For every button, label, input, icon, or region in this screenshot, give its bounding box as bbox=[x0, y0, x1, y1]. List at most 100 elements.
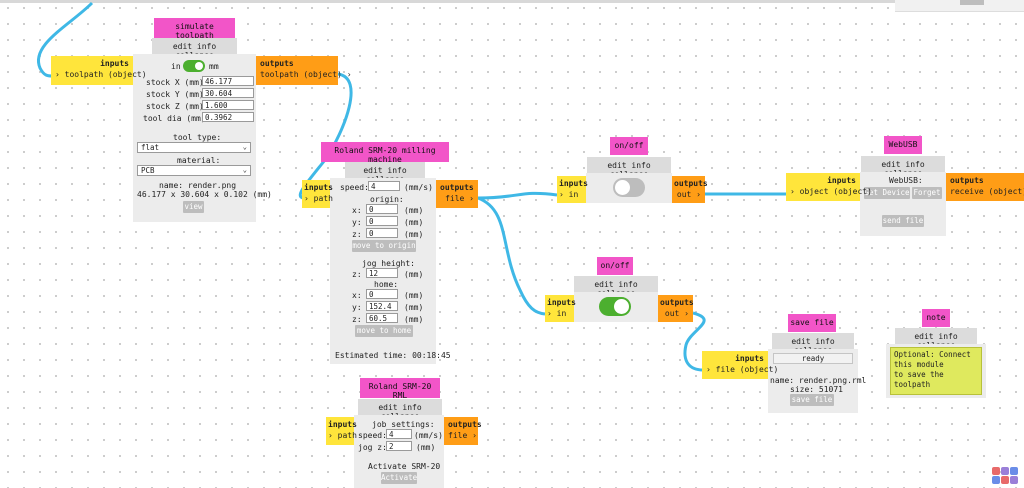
rml-edit-info-collapse[interactable]: edit info collapse bbox=[358, 399, 442, 421]
home-y-input[interactable]: 152.4 bbox=[366, 301, 398, 311]
chevron-down-icon: ⌄ bbox=[242, 143, 247, 151]
simulate-output-port[interactable]: toolpath (object) › bbox=[260, 70, 352, 79]
home-y-label: y: bbox=[352, 303, 362, 312]
outputs-heading: outputs bbox=[440, 183, 474, 192]
tool-type-label: tool type: bbox=[173, 133, 222, 142]
onoff2-title[interactable]: on/off bbox=[597, 257, 633, 275]
jog-z-unit: (mm) bbox=[404, 270, 424, 279]
get-device-button[interactable]: Get Device bbox=[864, 187, 910, 199]
jog-height-input[interactable]: 12 bbox=[366, 268, 398, 278]
milling-edit-info-collapse[interactable]: edit info collapse bbox=[345, 162, 425, 184]
onoff2-input-port[interactable]: › in bbox=[547, 309, 567, 318]
rml-jog-z-input[interactable]: 2 bbox=[386, 441, 412, 451]
onoff2-outputs: outputs out › bbox=[658, 295, 694, 322]
wire-milling-to-onoff2 bbox=[477, 196, 546, 316]
home-z-input[interactable]: 60.5 bbox=[366, 313, 398, 323]
simulate-name-line: name: render.png bbox=[159, 181, 237, 190]
onoff1-edit-info-collapse[interactable]: edit info collapse bbox=[587, 157, 671, 179]
note-body: Optional: Connect this module to save th… bbox=[886, 344, 986, 398]
onoff1-toggle[interactable] bbox=[613, 178, 645, 197]
outputs-heading: outputs bbox=[674, 179, 708, 188]
outputs-heading: outputs bbox=[448, 420, 482, 429]
top-scrollbar[interactable] bbox=[0, 0, 1024, 3]
unit-mm-label: mm bbox=[209, 62, 219, 71]
savefile-title[interactable]: save file bbox=[788, 314, 836, 332]
app-grid-icon[interactable] bbox=[990, 466, 1020, 486]
webusb-outputs: outputs receive (object) › bbox=[946, 173, 1024, 201]
rml-speed-input[interactable]: 4 bbox=[386, 429, 412, 439]
milling-speed-label: speed: bbox=[340, 183, 369, 192]
stock-x-label: stock X (mm): bbox=[146, 78, 209, 87]
onoff2-edit-info-collapse[interactable]: edit info collapse bbox=[574, 276, 658, 298]
webusb-input-port[interactable]: › object (object) bbox=[790, 187, 872, 196]
home-x-label: x: bbox=[352, 291, 362, 300]
unit-toggle[interactable] bbox=[183, 60, 205, 72]
webusb-output-port[interactable]: receive (object) › bbox=[950, 187, 1024, 196]
onoff2-body bbox=[574, 292, 658, 322]
inputs-heading: inputs bbox=[100, 59, 129, 68]
rml-output-port[interactable]: file › bbox=[448, 431, 477, 440]
origin-x-unit: (mm) bbox=[404, 206, 424, 215]
origin-x-input[interactable]: 0 bbox=[366, 204, 398, 214]
webusb-body: WebUSB: Get Device Forget send file bbox=[860, 172, 946, 236]
milling-input-port[interactable]: › path bbox=[304, 194, 333, 203]
home-x-input[interactable]: 0 bbox=[366, 289, 398, 299]
stock-z-input[interactable]: 1.600 bbox=[202, 100, 254, 110]
webusb-edit-info-collapse[interactable]: edit info collapse bbox=[861, 156, 945, 178]
onoff2-output-port[interactable]: out › bbox=[664, 309, 689, 318]
onoff1-output-port[interactable]: out › bbox=[676, 190, 701, 199]
onoff1-input-port[interactable]: › in bbox=[559, 190, 579, 199]
rml-speed-label: speed: bbox=[358, 431, 387, 440]
stock-y-input[interactable]: 30.604 bbox=[202, 88, 254, 98]
savefile-size-line: size: 51071 bbox=[790, 385, 843, 394]
forget-button[interactable]: Forget bbox=[912, 187, 942, 199]
stock-x-input[interactable]: 46.177 bbox=[202, 76, 254, 86]
onoff2-toggle[interactable] bbox=[599, 297, 631, 316]
milling-title[interactable]: Roland SRM-20 milling machine bbox=[321, 142, 449, 164]
tool-type-select[interactable]: flat⌄ bbox=[137, 142, 251, 153]
inputs-heading: inputs bbox=[328, 420, 357, 429]
inputs-heading: inputs bbox=[304, 183, 333, 192]
milling-body: speed: 4 (mm/s) origin: x: 0 (mm) y: 0 (… bbox=[330, 178, 451, 364]
inputs-heading: inputs bbox=[547, 298, 576, 307]
onoff1-body bbox=[586, 173, 672, 203]
savefile-input-port[interactable]: › file (object) bbox=[706, 365, 779, 374]
milling-speed-input[interactable]: 4 bbox=[368, 181, 400, 191]
save-file-button[interactable]: save file bbox=[790, 394, 834, 406]
origin-z-input[interactable]: 0 bbox=[366, 228, 398, 238]
top-panel-button[interactable] bbox=[960, 0, 984, 5]
inputs-heading: inputs bbox=[559, 179, 588, 188]
origin-x-label: x: bbox=[352, 206, 362, 215]
stock-z-label: stock Z (mm): bbox=[146, 102, 209, 111]
milling-speed-unit: (mm/s) bbox=[404, 183, 433, 192]
material-select[interactable]: PCB⌄ bbox=[137, 165, 251, 176]
note-edit-info-collapse[interactable]: edit info collapse bbox=[895, 328, 977, 350]
move-to-origin-button[interactable]: move to origin bbox=[352, 240, 416, 252]
savefile-edit-info-collapse[interactable]: edit info collapse bbox=[772, 333, 854, 355]
milling-output-port[interactable]: file › bbox=[445, 194, 474, 203]
onoff1-title[interactable]: on/off bbox=[610, 137, 648, 155]
move-to-home-button[interactable]: move to home bbox=[355, 325, 413, 337]
savefile-name-line: name: render.png.rml bbox=[770, 376, 867, 385]
simulate-edit-info-collapse[interactable]: edit info collapse bbox=[152, 38, 237, 60]
origin-label: origin: bbox=[370, 195, 404, 204]
webusb-title[interactable]: WebUSB bbox=[884, 136, 922, 154]
rml-title[interactable]: Roland SRM-20 RML bbox=[360, 378, 440, 400]
savefile-inputs: inputs › file (object) bbox=[702, 351, 779, 379]
stock-y-label: stock Y (mm): bbox=[146, 90, 209, 99]
rml-input-port[interactable]: › path bbox=[328, 431, 357, 440]
note-title[interactable]: note bbox=[922, 309, 950, 327]
rml-outputs: outputs file › bbox=[444, 417, 482, 445]
origin-y-input[interactable]: 0 bbox=[366, 216, 398, 226]
home-z-unit: (mm) bbox=[404, 315, 424, 324]
estimated-time: Estimated time: 00:18:45 bbox=[335, 351, 451, 360]
inputs-heading: inputs bbox=[735, 354, 764, 363]
send-file-button[interactable]: send file bbox=[882, 215, 924, 227]
simulate-title[interactable]: simulate toolpath bbox=[154, 18, 235, 40]
simulate-input-port[interactable]: › toolpath (object) bbox=[55, 70, 147, 79]
home-z-label: z: bbox=[352, 315, 362, 324]
tool-dia-input[interactable]: 0.3962 bbox=[202, 112, 254, 122]
note-textarea[interactable]: Optional: Connect this module to save th… bbox=[890, 347, 982, 395]
view-button[interactable]: view bbox=[183, 201, 204, 213]
activate-button[interactable]: Activate bbox=[381, 472, 418, 484]
